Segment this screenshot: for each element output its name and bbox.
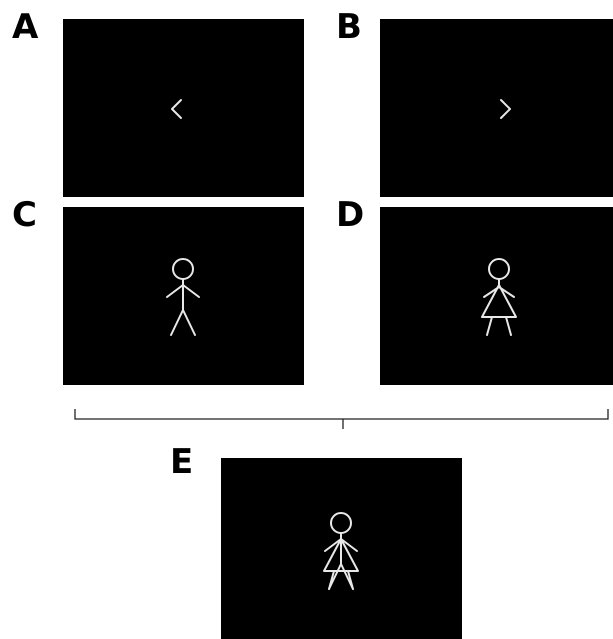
panel-label-a: A	[12, 7, 39, 47]
panel-d	[380, 207, 613, 385]
panel-label-c: C	[12, 195, 37, 235]
panel-label-e: E	[170, 442, 194, 482]
female-stick-figure-icon	[481, 258, 517, 336]
male-stick-figure-icon	[166, 258, 200, 336]
panel-a	[63, 19, 304, 197]
panel-label-b: B	[336, 7, 362, 47]
right-arrow-icon	[500, 99, 511, 119]
panel-b	[380, 19, 613, 197]
panel-c	[63, 207, 304, 385]
overlaid-stick-figure-icon	[323, 512, 359, 590]
left-arrow-icon	[171, 99, 182, 119]
panel-label-d: D	[336, 195, 365, 235]
panel-e	[221, 458, 462, 639]
